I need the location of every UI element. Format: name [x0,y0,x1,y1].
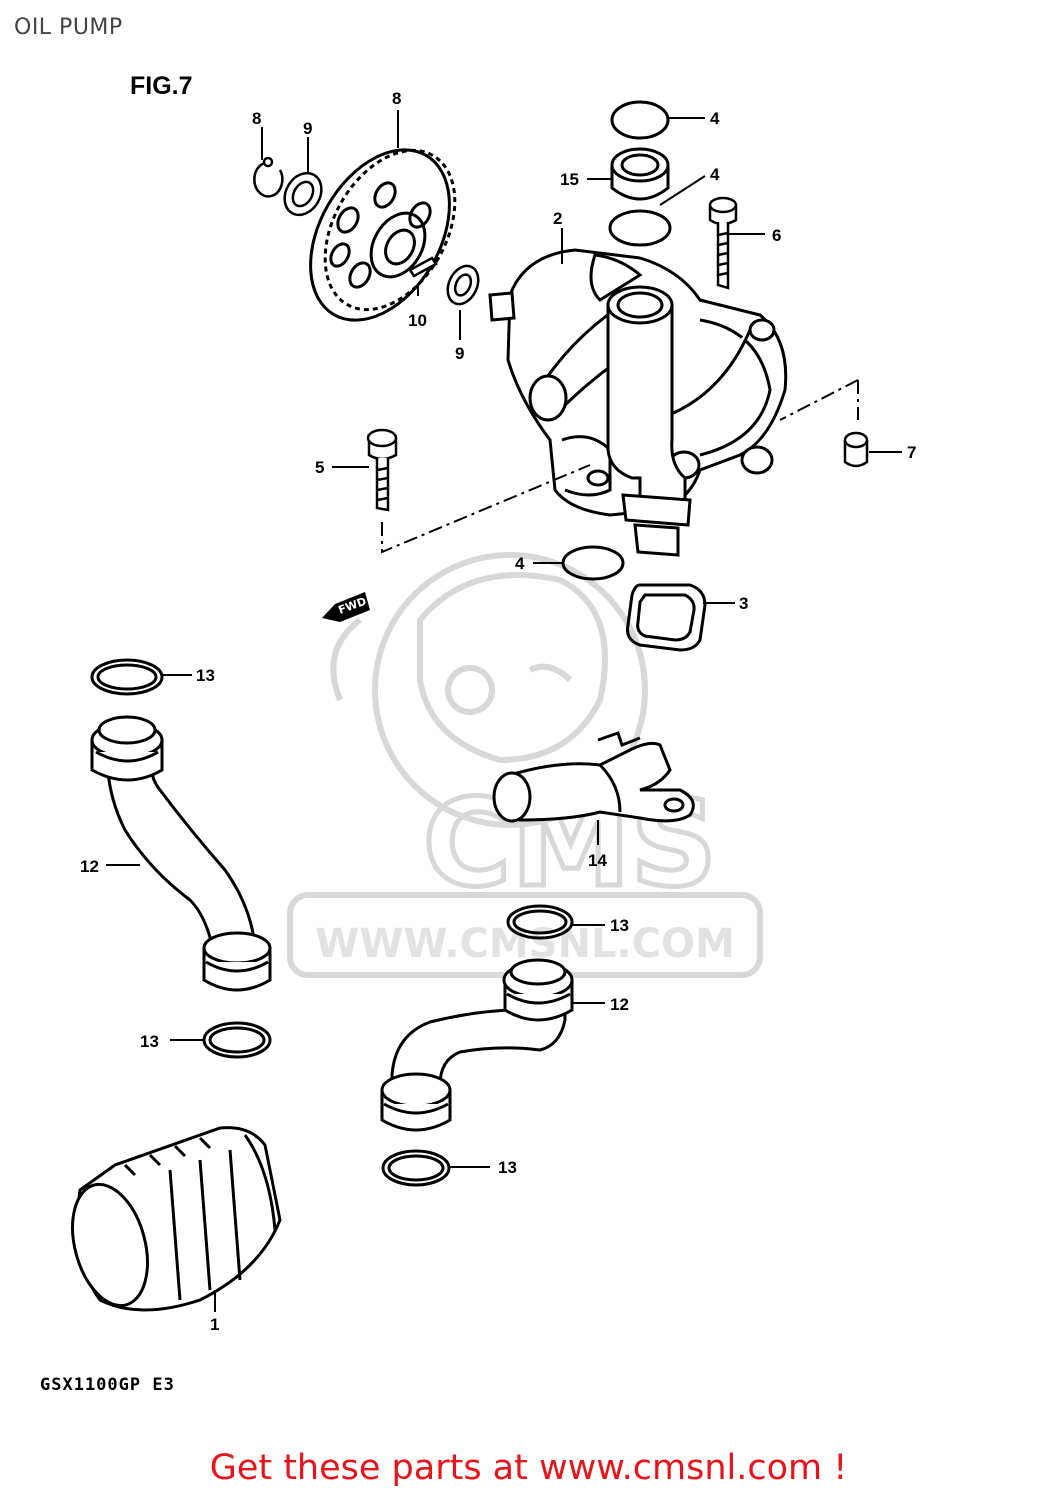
callout-1: 1 [210,1315,219,1334]
part-13-oring-2 [202,1021,272,1059]
part-6-bolt [708,196,738,290]
part-2-outlet-pipe [606,285,692,557]
part-9-washer-lower [446,264,480,306]
part-3-gasket [626,583,707,652]
part-7-dowel [843,431,869,468]
part-4-oring-lower [561,545,625,581]
alignment-lines [381,379,859,554]
model-code: GSX1100GP E3 [40,1375,175,1395]
leader-lines [106,110,902,1312]
fwd-arrow-icon: FWD [322,592,370,622]
callout-numbers: 8 9 8 4 15 4 2 6 10 9 5 7 4 3 13 12 14 1… [80,89,916,1334]
callout-8: 8 [392,89,401,108]
figure-label: FIG.7 [130,72,193,100]
callout-10: 10 [408,311,427,330]
callout-4-lower: 4 [515,554,525,573]
part-1-oil-filter [71,1126,282,1312]
part-12-pipe-right [380,958,574,1132]
part-15-cap [610,147,670,201]
callout-7: 7 [907,443,916,462]
part-9-washer-upper [283,171,323,217]
callout-9-lower: 9 [455,344,464,363]
part-13-oring-4 [381,1149,451,1187]
part-10-pin [408,256,438,278]
callout-11: 8 [252,109,261,128]
part-8-gear [309,148,457,322]
callout-13-d: 13 [498,1158,517,1177]
callout-5: 5 [315,458,324,477]
callout-4-top: 4 [710,109,720,128]
callout-4-mid: 4 [710,165,720,184]
callout-12-left: 12 [80,857,99,876]
part-5-bolt [366,428,398,512]
page-title: OIL PUMP [14,15,123,40]
callout-13-b: 13 [610,916,629,935]
callout-9-upper: 9 [303,119,312,138]
callout-15: 15 [560,170,579,189]
part-11-circlip [253,156,284,198]
callout-3: 3 [739,594,748,613]
watermark-url: WWW.CMSNL.COM [315,921,735,967]
callout-13-c: 13 [140,1032,159,1051]
callout-14: 14 [588,851,607,870]
callout-6: 6 [772,226,781,245]
promo-link[interactable]: Get these parts at www.cmsnl.com ! [209,1448,848,1488]
part-4-oring-top [610,100,670,140]
part-14-strainer [492,731,695,823]
callout-13-a: 13 [196,666,215,685]
part-4-oring-mid [608,209,672,247]
part-12-pipe-left [90,715,272,992]
callout-2: 2 [553,209,562,228]
part-13-oring-1 [90,658,164,696]
callout-12-right: 12 [610,995,629,1014]
part-13-oring-3 [506,904,574,940]
